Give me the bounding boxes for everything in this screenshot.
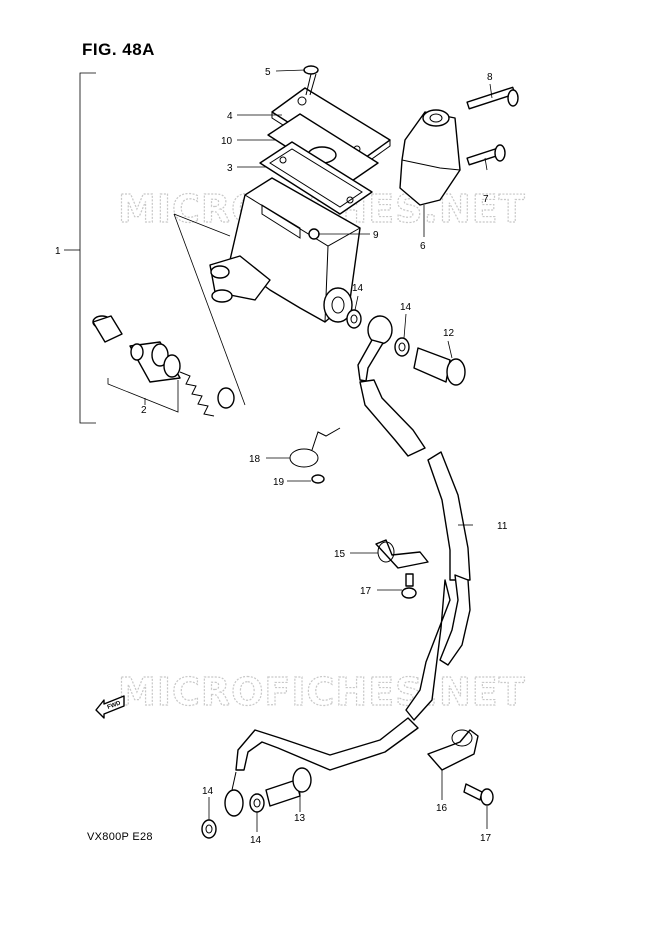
callout-4: 4: [227, 111, 233, 122]
washer-14-lower-right: [249, 793, 265, 813]
piston-guide-line-2: [173, 213, 231, 237]
callout-14-c: 14: [202, 786, 214, 797]
clamp-bolt-upper: [466, 86, 519, 110]
callout-11: 11: [497, 521, 508, 532]
guide-bolt-17-upper: [401, 573, 417, 599]
callout-1: 1: [55, 246, 61, 257]
piston-guide-line-1: [173, 213, 246, 406]
callout-16: 16: [436, 803, 448, 814]
bracket-2: [107, 378, 179, 413]
assembly-bracket: [79, 72, 96, 424]
leader-lines: [208, 69, 493, 832]
handlebar-clamp: [399, 109, 461, 206]
banjo-bolt-13: [265, 767, 312, 807]
callout-14-d: 14: [250, 835, 262, 846]
callout-9: 9: [373, 230, 379, 241]
cap-screw: [303, 65, 319, 96]
callout-17-b: 17: [480, 833, 492, 844]
washer-19: [311, 474, 325, 484]
callout-6: 6: [420, 241, 426, 252]
hose-clamp-16: [427, 729, 479, 771]
model-code: VX800P E28: [87, 831, 153, 843]
figure-title: FIG. 48A: [82, 40, 155, 59]
callout-19: 19: [273, 477, 285, 488]
callout-17-a: 17: [360, 586, 372, 597]
callout-14-a: 14: [352, 283, 364, 294]
callout-10: 10: [221, 136, 233, 147]
banjo-bolt-12: [413, 347, 466, 386]
callout-14-b: 14: [400, 302, 412, 313]
clutch-hose: [224, 315, 471, 817]
callout-5: 5: [265, 67, 271, 78]
callout-2: 2: [141, 405, 147, 416]
washer-14-upper-right: [394, 337, 410, 357]
master-cylinder-body: [209, 177, 361, 323]
clamp-bolt-17-lower: [463, 783, 494, 806]
callout-15: 15: [334, 549, 346, 560]
fwd-arrow: FWD: [95, 695, 125, 719]
callout-12: 12: [443, 328, 455, 339]
callout-13: 13: [294, 813, 306, 824]
callout-18: 18: [249, 454, 261, 465]
callout-8: 8: [487, 72, 493, 83]
hose-guide-15: [375, 539, 429, 569]
callout-7: 7: [483, 194, 489, 205]
diaphragm-plate: [259, 141, 373, 215]
spring-clip: [289, 427, 341, 468]
callout-3: 3: [227, 163, 233, 174]
washer-14-lower-left: [201, 819, 217, 839]
clamp-bolt-lower: [466, 144, 506, 166]
watermark-lower: MICROFICHES.NET: [118, 670, 526, 714]
svg-text:FWD: FWD: [107, 700, 123, 711]
washer-14-upper-left: [346, 309, 362, 329]
piston-kit: [92, 315, 235, 417]
